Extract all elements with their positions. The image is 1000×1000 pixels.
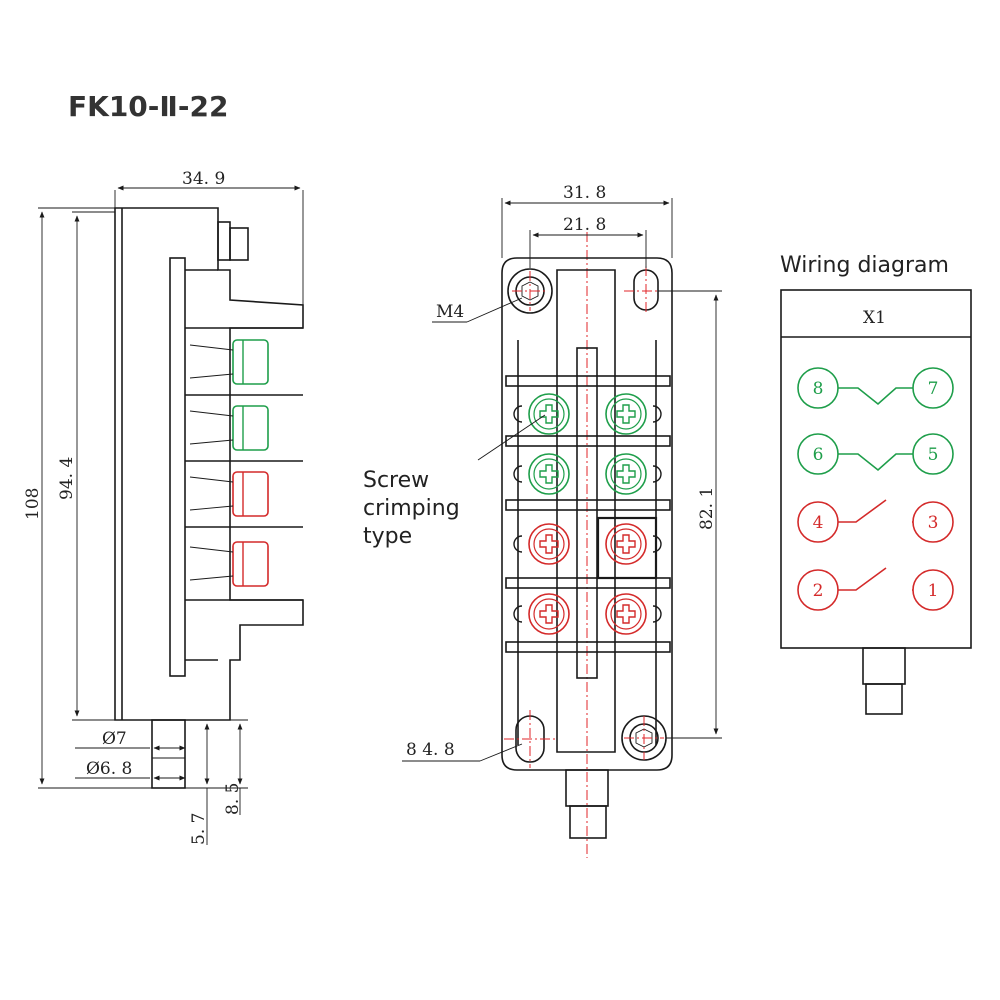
terminal-screw-icon — [513, 393, 570, 435]
dim-bolt-length: 8. 5 — [223, 783, 243, 815]
terminal-number: 3 — [928, 513, 939, 533]
no-contact-line — [838, 567, 887, 591]
wiring-connector-upper — [862, 647, 906, 685]
terminal-screw-icon — [513, 453, 570, 495]
nc-contact-line — [838, 387, 913, 406]
terminal-highlight-box — [596, 516, 658, 580]
label-hole-size: 8 4. 8 — [406, 740, 455, 760]
wiring-title: Wiring diagram — [780, 253, 949, 278]
front-view: 31. 8 21. 8 82. 1 M4 8 4. 8 Screw crimpi… — [363, 183, 722, 858]
terminal-rail — [505, 375, 671, 387]
side-bottom-pin — [151, 719, 186, 789]
actuator-slider — [576, 347, 598, 679]
terminal-screw-icon — [605, 453, 662, 495]
dim-pin-diameter: Ø6. 8 — [86, 759, 132, 779]
page-title: FK10-Ⅱ-22 — [68, 90, 228, 123]
dim-bolt-diameter: Ø7 — [102, 729, 127, 749]
terminal-screw-icon — [605, 523, 662, 565]
terminal-number: 8 — [813, 379, 824, 399]
side-terminal-green-1 — [185, 339, 303, 396]
dim-mount-spacing: 82. 1 — [697, 487, 717, 530]
dim-pin-length: 5. 7 — [189, 813, 209, 845]
front-connector-lower — [569, 805, 607, 839]
terminal-screw-icon — [605, 593, 662, 635]
terminal-number: 7 — [928, 379, 939, 399]
wiring-connector-lower — [865, 683, 903, 715]
nc-contact-line — [838, 453, 913, 472]
side-plate — [169, 257, 186, 677]
wiring-header: X1 — [863, 308, 886, 328]
terminal-number: 5 — [928, 445, 939, 465]
label-screw-line-2: crimping — [363, 496, 460, 521]
side-terminal-red-2 — [189, 541, 269, 587]
terminal-screw-icon — [605, 393, 662, 435]
terminal-number: 4 — [813, 513, 824, 533]
terminal-screw-icon — [513, 593, 570, 635]
dim-side-total-height: 108 — [23, 488, 43, 520]
dim-side-width: 34. 9 — [182, 169, 225, 189]
side-terminal-green-2 — [185, 405, 303, 462]
side-view: 34. 9 108 94. 4 Ø7 Ø6. 8 5. 7 8. 5 — [23, 169, 304, 845]
terminal-screw-icon — [513, 523, 570, 565]
side-top-cap — [217, 221, 231, 261]
no-contact-line — [838, 499, 887, 523]
terminal-number: 1 — [928, 581, 939, 601]
dim-side-inner-height: 94. 4 — [57, 457, 77, 500]
front-body-outline — [501, 257, 673, 771]
label-m4: M4 — [436, 302, 464, 322]
side-terminal-red-1 — [185, 471, 303, 528]
dim-front-outer-width: 31. 8 — [563, 183, 606, 203]
label-screw-line-1: Screw — [363, 468, 429, 493]
terminal-number: 2 — [813, 581, 824, 601]
label-screw-line-3: type — [363, 524, 412, 549]
terminal-number: 6 — [813, 445, 824, 465]
dim-front-inner-width: 21. 8 — [563, 215, 606, 235]
side-body-outline — [114, 207, 304, 721]
